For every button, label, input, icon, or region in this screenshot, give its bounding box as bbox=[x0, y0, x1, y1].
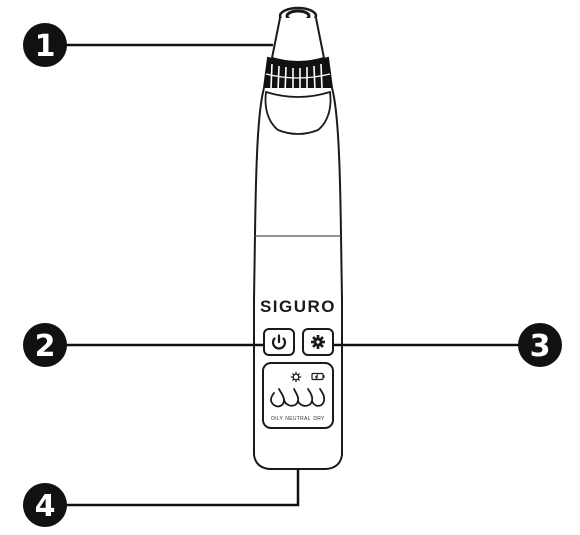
head-window bbox=[264, 90, 332, 135]
mode-indicators bbox=[270, 388, 326, 408]
gear-icon bbox=[311, 335, 325, 349]
mode-label-dry: DRY bbox=[313, 416, 325, 422]
leader-lines bbox=[60, 43, 528, 507]
callout-2: 2 bbox=[23, 323, 67, 367]
callout-1: 1 bbox=[23, 23, 67, 67]
battery-icon bbox=[311, 372, 325, 381]
svg-text:1: 1 bbox=[35, 29, 56, 64]
power-icon bbox=[271, 334, 287, 350]
gear-icon bbox=[290, 371, 302, 383]
drop-icon bbox=[270, 388, 285, 408]
callout-4: 4 bbox=[23, 483, 67, 527]
leader-line-4 bbox=[60, 469, 300, 507]
mode-label-neutral: NEUTRAL bbox=[285, 416, 310, 422]
svg-text:3: 3 bbox=[530, 329, 551, 364]
svg-text:2: 2 bbox=[35, 329, 56, 364]
callout-3: 3 bbox=[518, 323, 562, 367]
mode-label-oily: OILY bbox=[271, 416, 284, 422]
suction-level-button[interactable] bbox=[302, 328, 334, 356]
nozzle-cone bbox=[270, 17, 326, 63]
power-button[interactable] bbox=[263, 328, 295, 356]
drop-icon bbox=[311, 388, 326, 407]
brand-logo: SIGURO bbox=[260, 297, 336, 316]
nozzle bbox=[270, 6, 326, 63]
svg-text:4: 4 bbox=[35, 489, 56, 524]
indicator-panel: OILY NEUTRAL DRY bbox=[262, 362, 334, 429]
